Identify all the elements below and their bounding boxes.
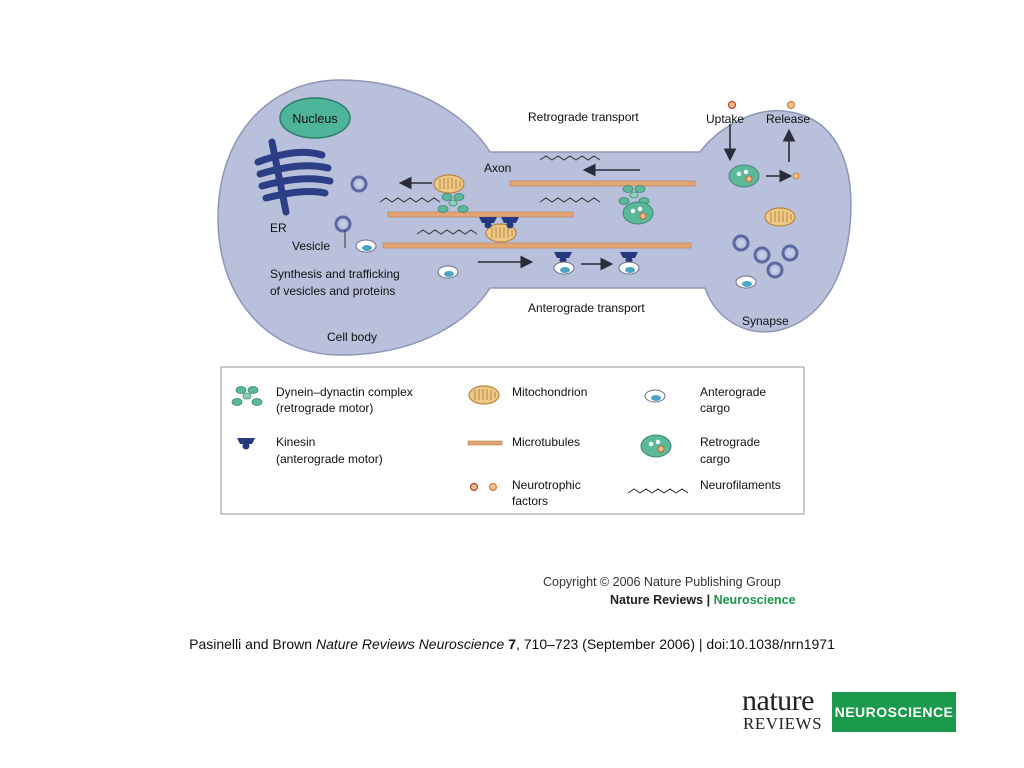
- legend-neurofilaments: Neurofilaments: [700, 478, 781, 492]
- logo-reviews: REVIEWS: [743, 714, 823, 733]
- brand-separator: |: [706, 593, 711, 607]
- logo-nature: nature: [742, 684, 814, 717]
- copyright-notice: Copyright © 2006 Nature Publishing Group: [543, 575, 781, 589]
- uptake-label: Uptake: [706, 112, 744, 126]
- legend-retrograde-cargo-line1: Retrograde: [700, 435, 760, 449]
- citation-volume: 7: [508, 636, 516, 652]
- logo-neuroscience: NEUROSCIENCE: [832, 692, 956, 732]
- er-label: ER: [270, 221, 287, 235]
- microtubule: [509, 180, 696, 187]
- neuron-cell-outline: [217, 79, 852, 356]
- endoplasmic-reticulum: [254, 138, 334, 216]
- anterograde-transport-label: Anterograde transport: [528, 301, 645, 315]
- legend-neurotrophic-line1: Neurotrophic: [512, 478, 581, 492]
- neuron-transport-diagram: Nucleus ER Vesicle Synthesis and traffic…: [217, 79, 852, 515]
- legend-retrograde-cargo-line2: cargo: [700, 452, 730, 466]
- nucleus-label: Nucleus: [292, 112, 337, 126]
- citation-details: , 710–723 (September 2006) | doi:10.1038…: [515, 636, 835, 652]
- vesicle-label: Vesicle: [292, 239, 330, 253]
- legend-kinesin-line2: (anterograde motor): [276, 452, 383, 466]
- nature-reviews-neuroscience-logo: nature REVIEWS NEUROSCIENCE: [742, 684, 956, 733]
- brand-nature-reviews: Nature Reviews: [610, 593, 704, 607]
- release-label: Release: [766, 112, 810, 126]
- legend-dynein-line1: Dynein–dynactin complex: [276, 385, 413, 399]
- legend-mitochondrion: Mitochondrion: [512, 385, 587, 399]
- legend-dynein-line2: (retrograde motor): [276, 401, 373, 415]
- brand-neuroscience: Neuroscience: [713, 593, 796, 607]
- legend-box: [220, 366, 805, 515]
- axon-label: Axon: [484, 161, 511, 175]
- microtubule: [382, 242, 692, 249]
- synthesis-label-line1: Synthesis and trafficking: [270, 267, 400, 281]
- legend-anterograde-cargo-line2: cargo: [700, 401, 730, 415]
- synapse-label: Synapse: [742, 314, 789, 328]
- legend-microtubules: Microtubules: [512, 435, 580, 449]
- citation: Pasinelli and Brown Nature Reviews Neuro…: [0, 636, 1024, 652]
- citation-journal: Nature Reviews Neuroscience: [315, 636, 505, 652]
- legend-anterograde-cargo-line1: Anterograde: [700, 385, 766, 399]
- nucleus: [279, 97, 351, 139]
- synthesis-label-line2: of vesicles and proteins: [270, 284, 395, 298]
- journal-brand-line: Nature Reviews | Neuroscience: [610, 593, 796, 607]
- legend-neurotrophic-line2: factors: [512, 494, 548, 508]
- retrograde-transport-label: Retrograde transport: [528, 110, 639, 124]
- legend-kinesin-line1: Kinesin: [276, 435, 315, 449]
- citation-authors: Pasinelli and Brown: [189, 636, 313, 652]
- cell-body-label: Cell body: [327, 330, 377, 344]
- microtubule: [387, 211, 574, 218]
